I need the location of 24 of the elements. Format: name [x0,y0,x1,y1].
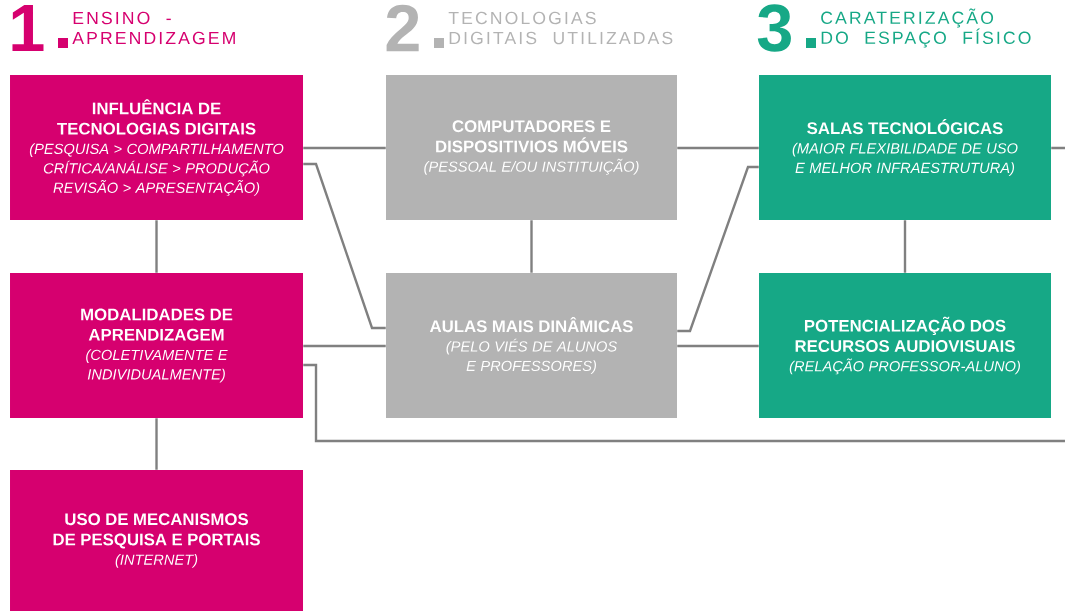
connector-line [155,220,158,273]
process-box: SALAS TECNOLÓGICAS (MAIOR FLEXIBILIDADE DE USO E MELHOR INFRAESTRUTURA) [759,75,1051,220]
connector-line [155,418,158,470]
process-box: USO DE MECANISMOS DE PESQUISA E PORTAIS (INTERNET) [10,470,303,611]
connector-line [303,344,386,348]
process-box: MODALIDADES DE APRENDIZAGEM (COLETIVAMENTE E INDIVIDUALMENTE) [10,273,303,418]
process-box: AULAS MAIS DINÂMICAS (PELO VIÉS DE ALUNOS E PROFESSORES) [386,273,677,418]
process-box: POTENCIALIZAÇÃO DOS RECURSOS AUDIOVISUAIS (RELAÇÃO PROFESSOR-ALUNO) [759,273,1051,418]
column-heading: TECNOLOGIAS DIGITAIS UTILIZADAS [448,11,673,45]
process-box: INFLUÊNCIA DE TECNOLOGIAS DIGITAIS (PESQUISA > COMPARTILHAMENTO CRÍTICA/ANÁLISE > PRODUÇÃO REVISÃO > APRESENTAÇÃO) [10,75,303,220]
column-heading: CARATERIZAÇÃO DO ESPAÇO FÍSICO [821,8,1031,48]
connector-line [530,220,533,273]
column-heading: ENSINO - APRENDIZAGEM [72,11,235,45]
connector-line [303,363,1065,443]
connector-line [677,146,759,150]
column-number: 2 [386,4,419,52]
connector-line [677,165,759,333]
column-number: 3 [757,4,791,52]
process-box: COMPUTADORES E DISPOSITIVIOS MÓVEIS (PESSOAL E/OU INSTITUIÇÃO) [386,75,677,220]
connector-line [677,344,759,348]
connector-line [903,220,907,273]
connector-line [1051,146,1065,150]
connector-line [303,146,386,150]
connector-line [303,162,386,330]
